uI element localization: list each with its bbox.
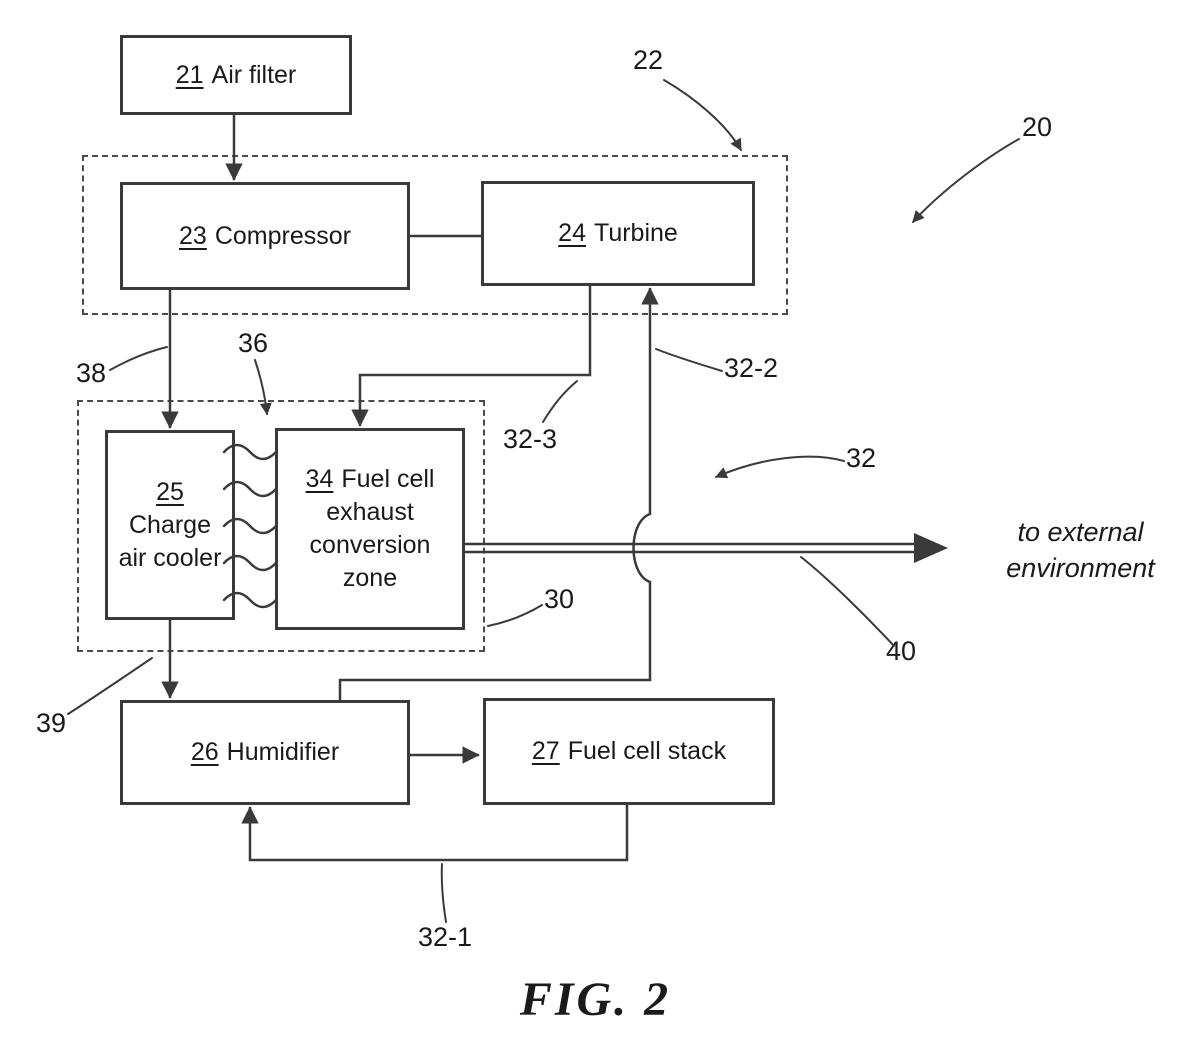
callout-36: 36 <box>238 328 269 358</box>
leader-20 <box>912 138 1020 223</box>
node-air-filter-text: Air filter <box>211 60 297 89</box>
external-arrowhead <box>914 533 948 563</box>
node-air-filter-ref: 21 <box>175 60 204 89</box>
callout-32-3: 32-3 <box>503 424 558 454</box>
callout-20: 20 <box>1022 112 1053 142</box>
node-charge-air-cooler-text: Charge air cooler <box>118 510 222 572</box>
callout-32-2: 32-2 <box>724 353 779 383</box>
node-compressor-text: Compressor <box>214 221 351 250</box>
node-fuel-cell-stack-text: Fuel cell stack <box>567 737 727 765</box>
node-charge-air-cooler-ref: 25 <box>156 477 184 506</box>
leader-30 <box>487 604 543 627</box>
node-humidifier-text: Humidifier <box>226 738 340 766</box>
callout-30: 30 <box>544 584 575 614</box>
callout-22: 22 <box>633 45 664 75</box>
node-charge-air-cooler: 25 Charge air cooler <box>105 430 235 620</box>
callout-39: 39 <box>36 708 67 738</box>
node-turbine-ref: 24 <box>558 219 586 247</box>
node-exhaust-conversion-zone-ref: 34 <box>305 465 334 493</box>
leader-32-1 <box>440 863 447 923</box>
node-fuel-cell-stack-ref: 27 <box>531 737 560 765</box>
leader-32 <box>714 455 845 479</box>
callout-40: 40 <box>886 636 917 666</box>
leader-40 <box>800 556 895 647</box>
leader-22 <box>663 79 742 152</box>
leader-32-3 <box>542 380 578 423</box>
callout-32-1: 32-1 <box>418 922 473 952</box>
node-turbine-text: Turbine <box>593 219 678 247</box>
external-environment-label: to external environment <box>1006 517 1155 584</box>
node-humidifier-ref: 26 <box>190 738 219 766</box>
leader-32-2 <box>655 348 723 372</box>
node-compressor-ref: 23 <box>179 221 207 250</box>
flow-stack-to-humidifier-32-1 <box>241 805 629 862</box>
callout-32: 32 <box>846 443 877 473</box>
figure-caption: FIG. 2 <box>519 973 672 1026</box>
leader-38 <box>109 346 168 371</box>
callout-38: 38 <box>76 358 107 388</box>
